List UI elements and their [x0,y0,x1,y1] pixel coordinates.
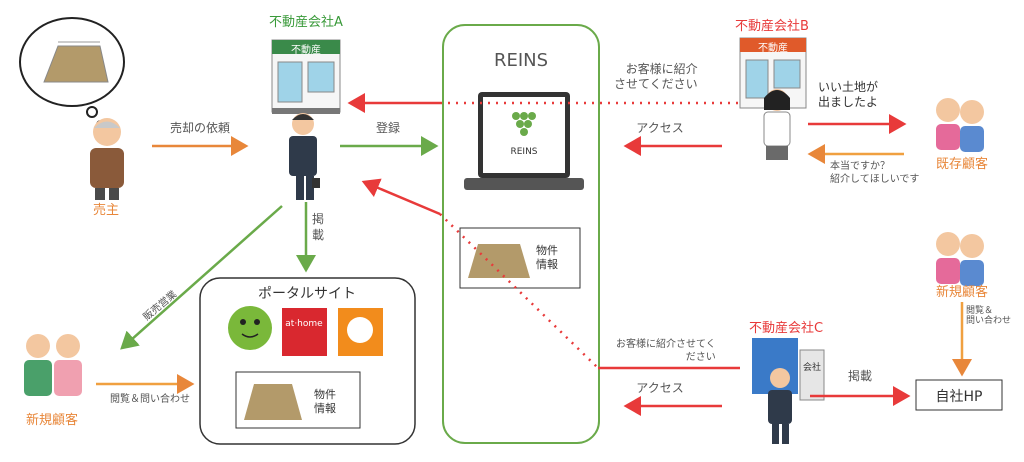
portal-land-plot-icon [244,384,302,420]
label-b-good-land: いい土地が 出ましたよ [818,80,879,109]
portal-logo-green-mascot-icon [228,306,272,350]
own-hp-label: 自社HP [936,389,983,405]
label-existing-reply: 本当ですか？ 紹介してほしいです [830,161,920,185]
label-b-access: アクセス [636,121,683,135]
seller-thought-bubble [19,17,125,128]
company-b-shop-sign: 不動産 [758,41,788,54]
company-b-label: 不動産会社B [735,18,809,34]
new-customer-left-label: 新規顧客 [26,412,78,428]
company-c-building-sign: 会社 [803,361,821,373]
label-publish-portal: 掲 載 [312,212,325,242]
seller-figure [90,118,124,200]
portal-logo-athome [282,308,327,356]
company-b-agent-figure [763,89,791,160]
company-a-agent-figure [289,113,320,200]
reins-title: REINS [494,50,548,71]
company-a-shop-sign: 不動産 [291,43,321,56]
reins-land-plot-icon [468,244,530,278]
label-sale-request: 売却の依頼 [170,120,230,135]
reins-logo-icon [512,112,536,136]
arrow-reins-to-a-lower [361,178,441,216]
athome-logo-text: at·home [285,319,323,329]
laptop-icon [464,92,584,190]
own-hp-box [915,379,1003,411]
company-c-building-icon [752,338,825,401]
portal-title: ポータルサイト [258,286,356,302]
seller-label: 売主 [93,202,119,218]
reins-screen-logo-text: REINS [510,147,537,157]
company-c-label: 不動産会社C [749,320,823,336]
company-c-agent-figure [768,368,792,444]
arrow-a-to-new-customer [120,205,283,350]
new-customer-left-figure [24,334,82,396]
existing-customer-label: 既存顧客 [936,156,988,172]
existing-customer-figure [936,98,984,152]
label-hp-browse-inquiry: 閲覧＆ 問い合わせ [966,306,1012,327]
portal-property-info: 物件 情報 [314,388,336,416]
portal-logo-orange-face [347,317,373,343]
company-b-shop-icon [739,37,807,109]
reins-property-info: 物件 情報 [536,244,558,272]
new-customer-right-label: 新規顧客 [936,284,988,300]
company-a-label: 不動産会社A [269,14,343,30]
label-sales-activity: 販売営業 [140,287,179,323]
label-c-publish: 掲載 [848,368,872,383]
label-register: 登録 [376,120,400,135]
label-c-access: アクセス [636,381,683,395]
label-browse-inquiry: 閲覧＆問い合わせ [110,392,190,405]
label-b-intro-request: お客様に紹介 させてください [614,62,698,91]
label-c-intro-request: お客様に紹介させてく ださい [616,339,716,363]
new-customer-right-figure [936,232,984,286]
company-a-shop-icon [271,39,341,114]
